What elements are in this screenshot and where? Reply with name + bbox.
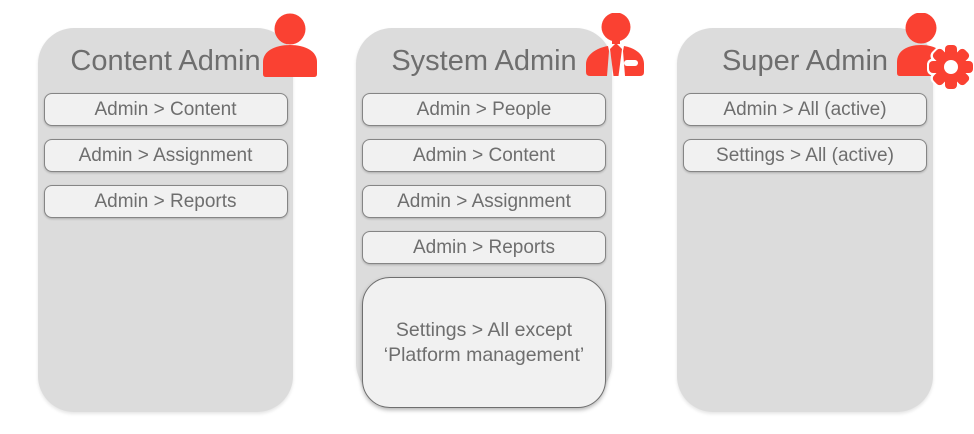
note-line: ‘Platform management’ [383, 343, 585, 366]
permission-item: Settings > All (active) [683, 139, 927, 172]
role-card-super-admin: Super Admin Admin > All (active) Setting… [677, 13, 974, 412]
permission-item: Admin > Reports [43, 185, 288, 218]
permission-item: Admin > Reports [362, 231, 606, 264]
person-tie-minus-icon [586, 13, 644, 76]
role-card-content-admin: Content Admin Admin > Content Admin > As… [38, 13, 317, 412]
permission-item: Admin > Content [362, 139, 606, 172]
permission-item: Admin > Assignment [43, 139, 288, 172]
card-title: Super Admin [721, 45, 889, 77]
card-title: Content Admin [70, 45, 261, 77]
permission-item: Admin > Assignment [362, 185, 606, 218]
permission-item: Admin > Content [43, 93, 288, 126]
person-icon [263, 13, 317, 77]
permission-item: Admin > People [362, 93, 606, 126]
person-gear-icon [897, 13, 974, 91]
card-title: System Admin [391, 45, 577, 77]
role-card-system-admin: System Admin Admin > People Admin > Cont… [356, 13, 644, 408]
note-line: Settings > All except [395, 318, 573, 341]
settings-note-box: Settings > All except ‘Platform manageme… [362, 277, 606, 408]
permission-item: Admin > All (active) [683, 93, 927, 126]
